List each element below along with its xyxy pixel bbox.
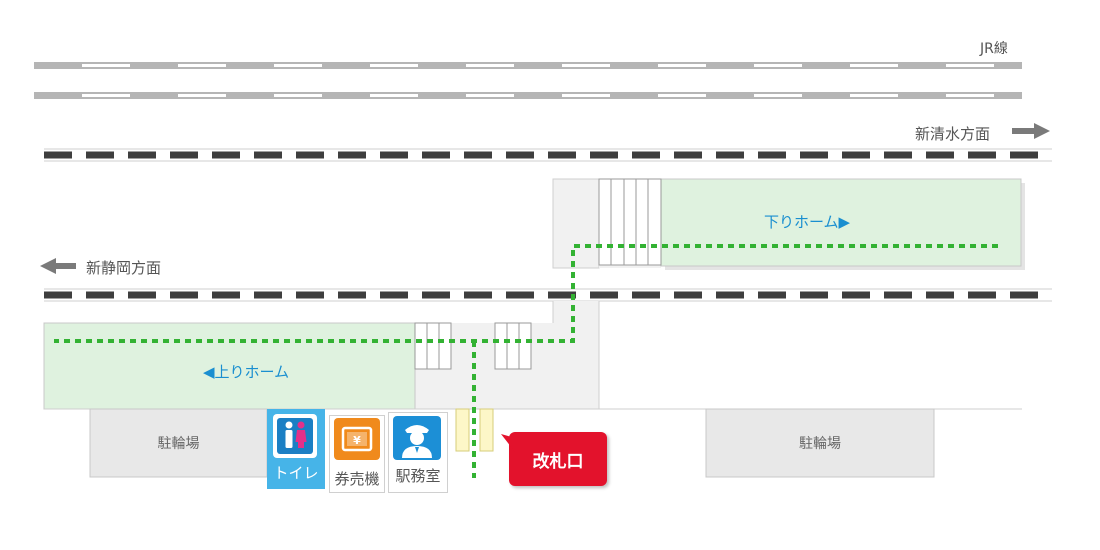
- crosswalk-lower-left: [414, 322, 452, 370]
- station-office-facility[interactable]: 駅務室: [388, 412, 448, 493]
- direction-shin-shizuoka-label: 新静岡方面: [86, 259, 162, 277]
- jr-track-upper: [34, 62, 1022, 69]
- bicycle-parking-right-label: 駐輪場: [799, 436, 841, 452]
- arrow-right-icon: [1012, 123, 1050, 139]
- down-platform: [660, 178, 1025, 270]
- jr-track-lower: [34, 92, 1022, 99]
- ticket-machine-label: 券売機: [334, 470, 380, 488]
- station-staff-icon: [393, 416, 441, 460]
- station-office-label: 駅務室: [395, 467, 441, 485]
- toilet-label: トイレ: [273, 464, 319, 482]
- up-platform: [43, 322, 416, 410]
- callout-pointer: [501, 434, 515, 452]
- jr-line-label: JR線: [980, 41, 1008, 57]
- route-path: [54, 244, 998, 478]
- crosswalk-lower-right: [494, 322, 532, 370]
- crosswalk-upper: [598, 178, 662, 266]
- ticket-gate-label: 改札口: [532, 452, 584, 472]
- gate-machine-left: [455, 408, 470, 452]
- bicycle-parking-left-label: 駐輪場: [157, 436, 200, 452]
- ticket-machine-facility[interactable]: ¥ 券売機: [329, 415, 385, 493]
- bicycle-parking-left: [89, 408, 268, 478]
- down-platform-label: 下りホーム▶: [764, 213, 851, 231]
- toilet-icon: [273, 414, 317, 458]
- svg-text:¥: ¥: [353, 434, 361, 447]
- gate-machine-right: [479, 408, 494, 452]
- railway-track-lower: [44, 288, 1052, 302]
- ticket-machine-icon: ¥: [334, 418, 380, 460]
- toilet-facility[interactable]: トイレ: [267, 409, 325, 489]
- railway-track-upper: [44, 148, 1052, 162]
- up-platform-label: ◀上りホーム: [203, 363, 290, 381]
- direction-shin-shimizu-label: 新清水方面: [915, 125, 991, 143]
- arrow-left-icon: [40, 258, 76, 274]
- ticket-gate-callout[interactable]: 改札口: [501, 432, 607, 486]
- bicycle-parking-right: [705, 408, 935, 478]
